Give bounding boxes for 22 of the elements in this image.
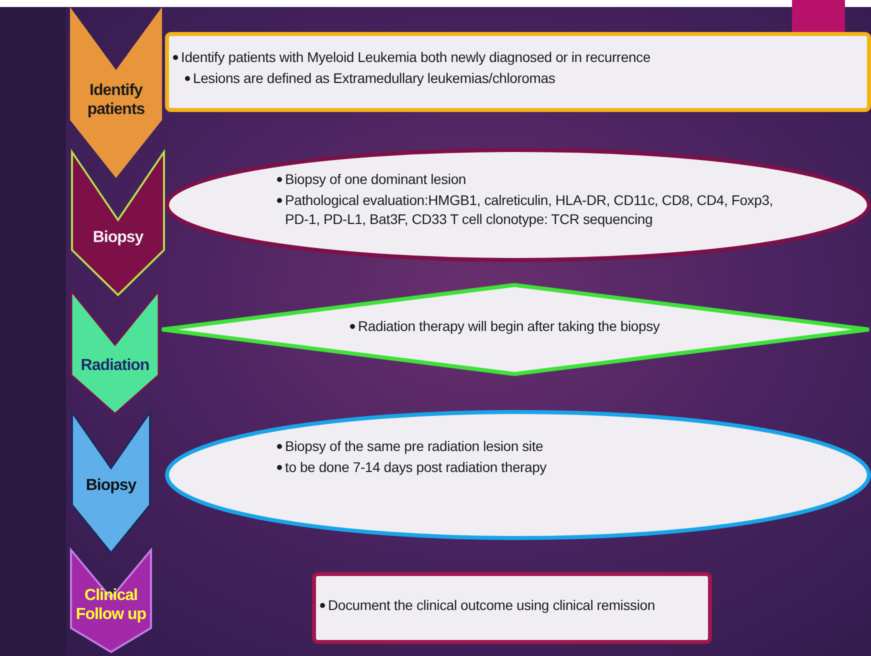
- bullet-text: to be done 7-14 days post radiation therapy: [285, 458, 546, 477]
- bullet-text: Pathological evaluation:HMGB1, calreticulin, HLA-DR, CD11c, CD8, CD4, Foxp3, PD-1, PD-L1, Bat3F, CD33 T cell clonotype: TCR sequencing: [285, 191, 774, 229]
- detail-box: [165, 32, 871, 112]
- bullet-text: Identify patients with Myeloid Leukemia both newly diagnosed or in recurrence: [181, 48, 650, 67]
- bullet-text: Lesions are defined as Extramedullary leukemias/chloromas: [193, 69, 556, 88]
- step-label: Radiation: [80, 356, 150, 375]
- step-banner: [70, 150, 166, 297]
- step-banner: [69, 548, 153, 654]
- step-banner: [70, 7, 162, 178]
- bullet-text: Radiation therapy will begin after taking the biopsy: [358, 317, 660, 336]
- step-label: Biopsy: [92, 228, 144, 247]
- step-label: Clinical Follow up: [75, 586, 147, 624]
- bullet-text: Biopsy of one dominant lesion: [285, 170, 466, 189]
- detail-box: [312, 572, 712, 644]
- step-label: Biopsy: [84, 476, 138, 495]
- bullet-text: Biopsy of the same pre radiation lesion site: [285, 437, 544, 456]
- step-banner: [70, 290, 160, 415]
- step-banner: [70, 410, 152, 555]
- detail-ellipse: [165, 410, 871, 540]
- bullet-text: Document the clinical outcome using clinical remission: [328, 596, 655, 615]
- step-label: Identify patients: [86, 81, 146, 119]
- detail-ellipse: [165, 148, 871, 262]
